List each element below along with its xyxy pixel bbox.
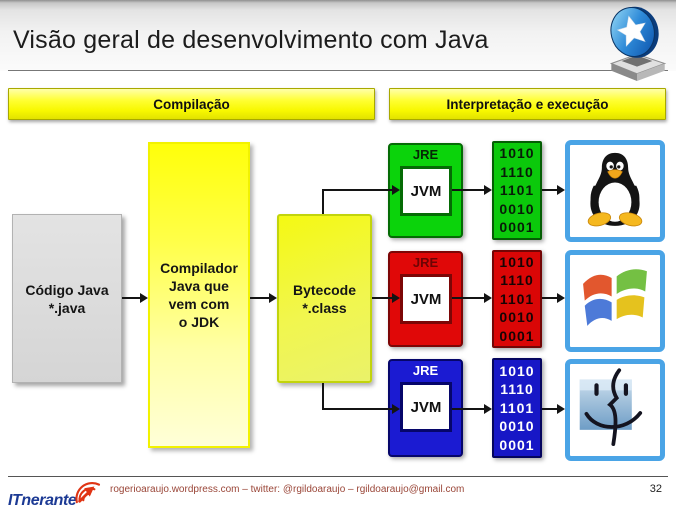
jre-label: JRE — [412, 255, 439, 270]
jre-label: JRE — [412, 363, 439, 378]
arrowhead-icon — [140, 293, 148, 303]
windows-logo-icon — [573, 257, 657, 346]
jre-box-windows: JRE JVM — [388, 251, 463, 347]
connector-line — [542, 297, 557, 299]
connector-line — [322, 189, 324, 214]
jre-box-linux: JRE JVM — [388, 143, 463, 238]
jre-label: JRE — [412, 147, 439, 162]
binary-line: 0010 — [499, 309, 535, 326]
binary-line: 1110 — [500, 163, 534, 180]
binary-line: 1110 — [500, 381, 534, 398]
swoosh-arrow-icon — [75, 480, 101, 507]
binary-line: 1010 — [499, 362, 535, 379]
arrowhead-icon — [392, 404, 400, 414]
binary-line: 1110 — [500, 272, 534, 289]
connector-line — [122, 297, 140, 299]
os-frame-windows — [565, 250, 665, 352]
binary-line: 0001 — [499, 219, 535, 236]
arrowhead-icon — [392, 293, 400, 303]
os-frame-linux — [565, 140, 665, 242]
stage-bar-interpretation: Interpretação e execução — [389, 88, 666, 120]
binary-line: 1101 — [499, 399, 535, 416]
bytecode-line: Bytecode — [292, 281, 357, 298]
connector-line — [542, 189, 557, 191]
connector-line — [452, 408, 484, 410]
connector-line — [372, 297, 392, 299]
jvm-box-linux: JVM — [400, 166, 452, 216]
arrowhead-icon — [484, 185, 492, 195]
connector-line — [322, 383, 324, 410]
slide-header — [0, 0, 676, 71]
connector-line — [322, 189, 392, 191]
arrowhead-icon — [484, 293, 492, 303]
arrowhead-icon — [269, 293, 277, 303]
binary-line: 1010 — [499, 145, 535, 162]
stage-bar-compilation-label: Compilação — [153, 96, 230, 112]
jvm-box-windows: JVM — [400, 274, 452, 324]
connector-line — [322, 408, 392, 410]
compiler-line: Compilador — [160, 260, 238, 276]
jvm-label: JVM — [410, 398, 442, 416]
jvm-box-macos: JVM — [400, 382, 452, 432]
source-code-line: Código Java — [25, 281, 109, 298]
stage-bar-interpretation-label: Interpretação e execução — [446, 96, 609, 112]
award-star-icon — [602, 4, 672, 87]
binary-line: 0010 — [499, 418, 535, 435]
footer-divider — [8, 476, 668, 477]
binary-line: 1010 — [499, 253, 535, 270]
connector-line — [452, 189, 484, 191]
arrowhead-icon — [392, 185, 400, 195]
itnerante-logo: ITnerante — [8, 480, 101, 507]
arrowhead-icon — [557, 185, 565, 195]
jvm-label: JVM — [410, 182, 442, 200]
binary-line: 0010 — [499, 200, 535, 217]
connector-line — [250, 297, 269, 299]
finder-macos-icon — [573, 366, 657, 455]
arrowhead-icon — [557, 404, 565, 414]
arrowhead-icon — [484, 404, 492, 414]
compiler-line: Java que — [169, 278, 229, 294]
binary-box-macos: 1010 1110 1101 0010 0001 — [492, 358, 542, 458]
page-number: 32 — [649, 483, 662, 495]
binary-box-windows: 1010 1110 1101 0010 0001 — [492, 250, 542, 348]
stage-bar-compilation: Compilação — [8, 88, 375, 120]
binary-line: 0001 — [499, 327, 535, 344]
jre-box-macos: JRE JVM — [388, 359, 463, 457]
binary-line: 1101 — [499, 182, 535, 199]
os-frame-macos — [565, 359, 665, 461]
jvm-label: JVM — [410, 290, 442, 308]
footer-contact: rogerioaraujo.wordpress.com – twitter: @… — [110, 484, 465, 495]
connector-line — [452, 297, 484, 299]
compiler-line: vem com — [168, 296, 230, 312]
arrowhead-icon — [557, 293, 565, 303]
tux-linux-icon — [574, 147, 656, 236]
source-code-line: *.java — [48, 299, 86, 316]
binary-line: 1101 — [499, 290, 535, 307]
binary-line: 0001 — [499, 436, 535, 453]
compiler-line: o JDK — [178, 314, 220, 330]
title-divider — [8, 70, 668, 71]
compiler-box: Compilador Java que vem com o JDK — [148, 142, 250, 448]
itnerante-brand-text: ITnerante — [8, 492, 77, 507]
binary-box-linux: 1010 1110 1101 0010 0001 — [492, 141, 542, 240]
source-code-box: Código Java *.java — [12, 214, 122, 383]
page-title: Visão geral de desenvolvimento com Java — [13, 26, 489, 54]
bytecode-box: Bytecode *.class — [277, 214, 372, 383]
bytecode-line: *.class — [302, 299, 347, 316]
connector-line — [542, 408, 557, 410]
